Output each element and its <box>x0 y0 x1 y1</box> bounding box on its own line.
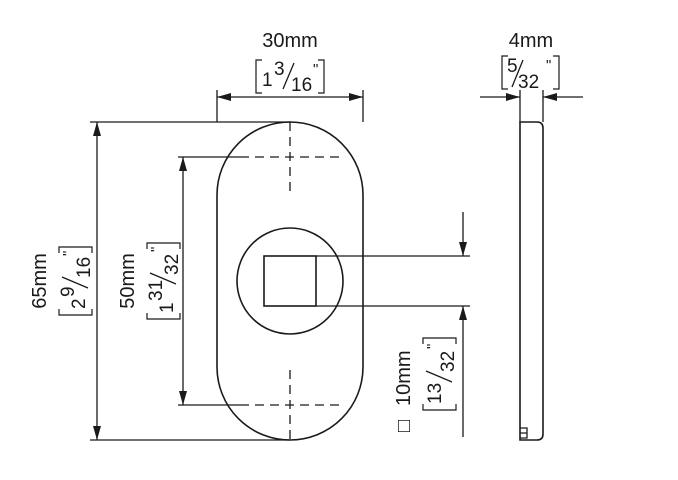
square-unit: " <box>424 344 441 349</box>
hole-spacing-unit: " <box>148 247 165 252</box>
hole-spacing-dimension: 50mm 1 31 32 " <box>117 156 240 406</box>
thickness-den: 32 <box>518 72 539 93</box>
square-num: 13 <box>425 383 446 404</box>
height-whole: 2 <box>69 298 90 309</box>
height-unit: " <box>60 251 77 256</box>
plate-side-view <box>519 121 544 441</box>
square-den: 32 <box>438 351 459 372</box>
side-outline <box>519 121 544 441</box>
hole-spacing-whole: 1 <box>157 302 178 313</box>
height-metric: 65mm <box>29 253 51 309</box>
square-hole <box>263 255 317 307</box>
center-hole <box>236 227 344 335</box>
width-num: 3 <box>274 59 285 80</box>
thickness-dimension: 4mm 5 32 " <box>480 30 583 122</box>
width-unit: " <box>313 61 318 78</box>
height-dimension: 65mm 2 9 16 " <box>29 121 290 441</box>
square-dimension: □ 10mm 13 32 " <box>316 212 470 437</box>
thickness-unit: " <box>546 57 551 74</box>
hole-spacing-den: 32 <box>162 254 183 275</box>
thickness-num: 5 <box>507 56 518 77</box>
thickness-metric: 4mm <box>509 30 553 52</box>
plate-front-view <box>216 121 364 441</box>
width-dimension: 30mm 1 3 16 " <box>216 30 364 122</box>
hole-spacing-num: 31 <box>146 280 167 301</box>
height-den: 16 <box>74 257 95 278</box>
side-detail <box>520 427 528 439</box>
width-den: 16 <box>291 75 312 96</box>
width-metric: 30mm <box>262 30 318 52</box>
hole-spacing-metric: 50mm <box>117 253 139 309</box>
height-num: 9 <box>58 286 79 297</box>
square-symbol: □ <box>393 420 415 432</box>
square-metric: 10mm <box>393 350 415 406</box>
width-whole: 1 <box>262 70 273 91</box>
